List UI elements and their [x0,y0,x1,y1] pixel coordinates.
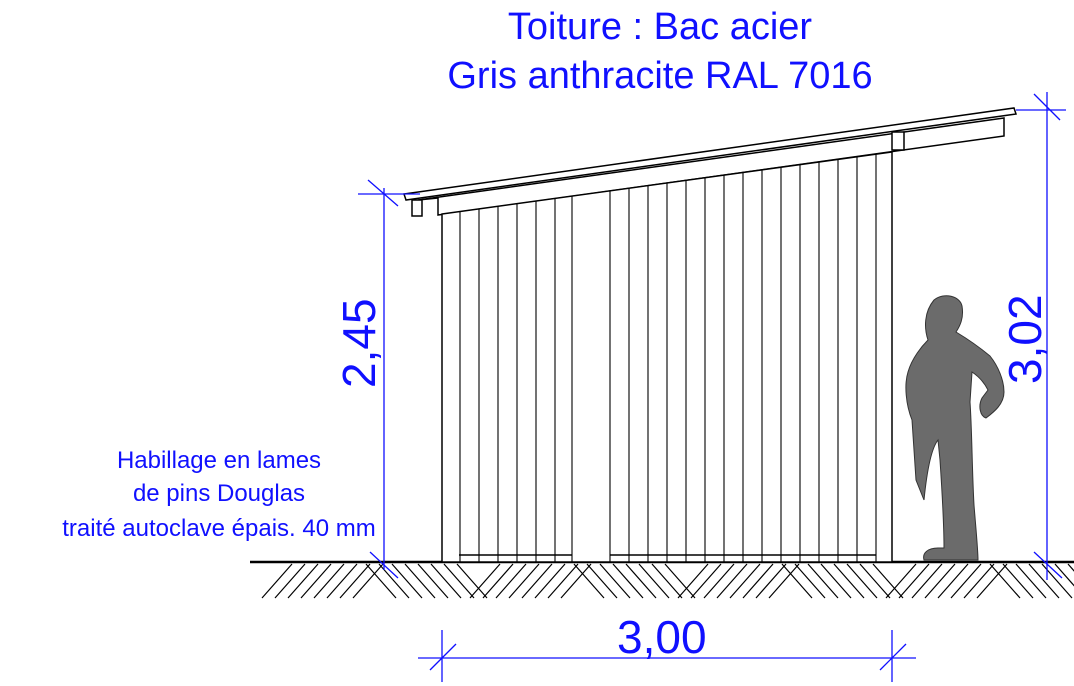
ground-hatch-line [534,563,566,599]
ground-hatch-line [612,563,644,599]
ground-hatch-line [599,563,631,599]
ground-hatch-line [443,563,475,599]
ground-hatch-line [1002,563,1034,599]
ground-hatch-line [703,563,735,599]
ground-hatch-line [1054,563,1074,587]
ground-hatch-line [625,563,657,599]
ground-hatch-line [768,563,800,599]
roof-bracket-left [411,199,423,217]
person-silhouette [905,295,1005,561]
ground-hatch-line [963,563,995,599]
ground-hatch-line [274,563,306,599]
dim-bottom-tick-right [879,643,907,671]
ground-hatch-line [430,563,462,599]
ground-hatch-line [1028,563,1060,599]
ground-hatch-line [794,563,826,599]
ground-hatch-line [989,563,1021,599]
ground-hatch-line [898,563,930,599]
ground-hatch-line [716,563,748,599]
ground-hatch-line [586,563,618,599]
ground-hatch-line [638,563,670,599]
ground-hatch-line [482,563,514,599]
ground-hatch-line [547,563,579,599]
ground-hatch-line [807,563,839,599]
ground-hatch-line [911,563,943,599]
ground-hatch-line [469,563,501,599]
ground-hatch-line [495,563,527,599]
dim-left-tick-bottom [369,551,399,579]
ground-hatch-line [950,563,982,599]
roof-sheet [403,107,1017,201]
ground-hatch-line [1015,563,1047,599]
cladding-planks [459,154,877,562]
ground-hatch-line [456,563,488,599]
ground-hatch-line [300,563,332,599]
ground-hatch-line [365,563,397,599]
ground-hatch-line [859,563,891,599]
ground-hatch-line [677,563,709,599]
dim-right-tick-bottom [1033,551,1063,579]
ground-hatch-line [781,563,813,599]
dim-right-tick-top [1033,93,1061,121]
cladding-note-line2: de pins Douglas [132,480,306,507]
height-high-label: 3,02 [999,294,1051,384]
ground-hatch-line [391,563,423,599]
ground-hatch-line [833,563,865,599]
roof [403,107,1017,217]
roof-note-line1: Toiture : Bac acier [507,6,813,48]
ground-hatch-line [976,563,1008,599]
height-low-label: 2,45 [333,298,385,388]
cladding-note-line3: traité autoclave épais. 40 mm [62,515,376,542]
ground-hatch-line [729,563,761,599]
ground-hatch-line [937,563,969,599]
ground-hatch-line [404,563,436,599]
ground-hatch-line [690,563,722,599]
ground-hatch-line [287,563,319,599]
ground-hatch-line [417,563,449,599]
width-label: 3,00 [617,611,707,663]
ground-hatch-line [352,563,384,599]
ground-hatch-line [521,563,553,599]
ground-hatch-line [339,563,371,599]
dim-left-tick-top [367,179,399,207]
ground-hatch-line [742,563,774,599]
ground-hatch-line [924,563,956,599]
dim-bottom-tick-left [429,643,457,671]
cladding-note-line1: Habillage en lames [116,447,322,474]
ground-hatch-line [651,563,683,599]
ground-hatch-line [820,563,852,599]
ground-hatch-line [872,563,904,599]
dimension-lines [358,92,1066,682]
ground-hatch-line [885,563,917,599]
ground-hatch-line [508,563,540,599]
ground-hatch-line [313,563,345,599]
ground-hatch-line [261,563,293,599]
roof-note-line2: Gris anthracite RAL 7016 [447,55,873,97]
ground-hatch-line [560,563,592,599]
ground-hatch-line [664,563,696,599]
roof-bracket-right [891,131,905,151]
ground-hatch-line [755,563,787,599]
ground-hatch-line [326,563,358,599]
ground-hatch-line [846,563,878,599]
ground-hatch-line [573,563,605,599]
ground-hatch-line [1067,563,1074,572]
